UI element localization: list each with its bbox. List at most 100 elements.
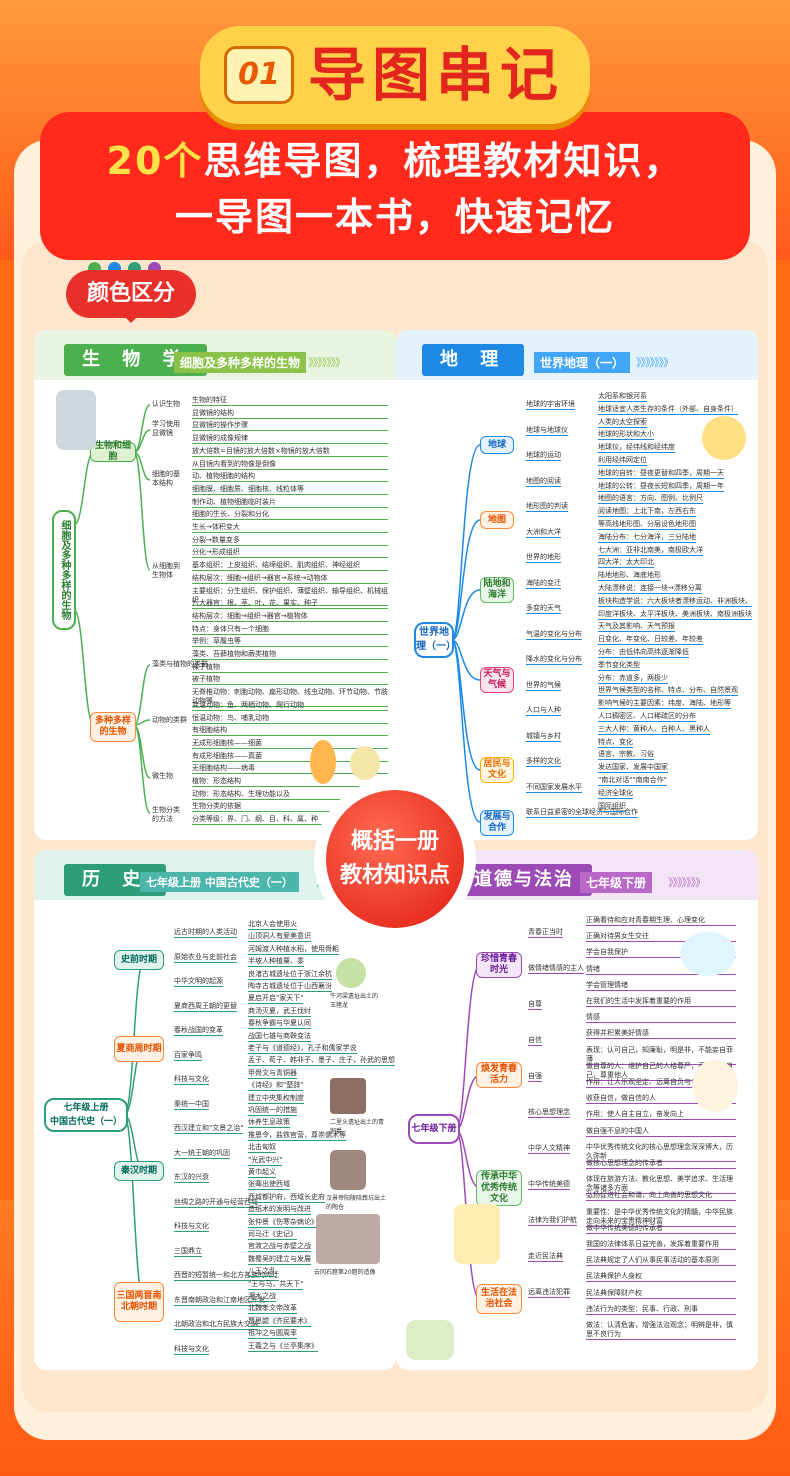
biology-leaf: 举例：草履虫等 bbox=[192, 637, 388, 648]
history-caption: 汉景帝阳陵陪葬坑出土的陶仓 bbox=[326, 1195, 387, 1211]
biology-leaf: 分裂→数量变多 bbox=[192, 536, 388, 546]
ethics-leaf: 作用：使人自主自立，奋发向上 bbox=[586, 1110, 736, 1121]
history-leaf: 魏蜀吴的建立与发展 bbox=[248, 1254, 311, 1265]
ethics-leaf: 做中华传统美德的传承者 bbox=[586, 1224, 736, 1234]
ethics-leaf: 民法典保护人身权 bbox=[586, 1272, 736, 1283]
headline-line-2: 一导图一本书，快速记忆 bbox=[174, 195, 615, 239]
biology-leaf: 恒温动物：鸟、哺乳动物 bbox=[192, 714, 388, 724]
geography-l2: 多变的天气 bbox=[526, 604, 561, 614]
history-leaf: 建立中央集权制度 bbox=[248, 1093, 304, 1104]
history-leaf: 商汤灭夏，武王伐纣 bbox=[248, 1006, 311, 1017]
geography-l2: 城镇与乡村 bbox=[526, 731, 561, 742]
history-l2: 北朝政治和北方民族大交融 bbox=[174, 1320, 258, 1330]
geography-leaf: 经济全球化 bbox=[598, 788, 633, 799]
geography-leaf: 地球仪，经纬线和经纬度 bbox=[598, 443, 675, 454]
biology-leaf: 被子植物 bbox=[192, 675, 388, 686]
geography-l2: 大洲和大洋 bbox=[526, 527, 561, 538]
history-l2: 中华文明的起源 bbox=[174, 977, 223, 987]
ethics-leaf: 情感 bbox=[586, 1013, 736, 1024]
history-leaf: "王与马，共天下" bbox=[248, 1279, 304, 1290]
ethics-branch: 珍惜青春时光 bbox=[476, 952, 522, 978]
geography-leaf: 四大洋：太大印北 bbox=[598, 558, 654, 569]
badge-title: 导图串记 bbox=[308, 41, 565, 109]
geography-subtitle: 世界地理（一） bbox=[534, 352, 631, 373]
geography-l2: 地球的宇宙环境 bbox=[526, 400, 575, 410]
geography-l2: 多样的文化 bbox=[526, 757, 561, 767]
history-leaf: 八王之乱 bbox=[248, 1267, 276, 1278]
ethics-leaf: 我国的法律体系日益完善，发挥着重要作用 bbox=[586, 1240, 736, 1250]
biology-l2: 生物分类的方法 bbox=[152, 806, 180, 823]
geography-leaf: 地球的形状和大小 bbox=[598, 430, 654, 441]
biology-leaf: 分化→形成组织 bbox=[192, 548, 388, 559]
geography-root: 世界地理（一） bbox=[414, 622, 456, 658]
geography-leaf: 季节变化类型 bbox=[598, 660, 640, 671]
ethics-l2: 走近民法典 bbox=[528, 1252, 563, 1262]
history-l2: 西汉建立和"文景之治" bbox=[174, 1124, 244, 1134]
history-l2: 科技与文化 bbox=[174, 1222, 209, 1232]
geography-leaf: 特点、变化 bbox=[598, 737, 633, 748]
history-l2: 原始农业与史前社会 bbox=[174, 952, 237, 963]
biology-leaf: 生长→体积变大 bbox=[192, 523, 388, 533]
ethics-l2: 自尊 bbox=[528, 1000, 542, 1010]
geography-branch: 发展与合作 bbox=[480, 810, 514, 836]
history-branch: 三国两晋南北朝时期 bbox=[114, 1282, 164, 1322]
biology-leaf: 细胞膜、细胞质、细胞核、线粒体等 bbox=[192, 485, 388, 495]
history-l2: 丝绸之路的开通与经营西域 bbox=[174, 1197, 258, 1208]
ethics-leaf: 做自强不息的中国人 bbox=[586, 1127, 736, 1137]
geography-leaf: 人类的太空探索 bbox=[598, 417, 647, 428]
ethics-l2: 中华人文精神 bbox=[528, 1144, 570, 1154]
ethics-l2: 自强 bbox=[528, 1072, 542, 1082]
history-leaf: 甲骨文与青铜器 bbox=[248, 1068, 297, 1079]
center-badge: 概括一册 教材知识点 bbox=[326, 790, 464, 928]
history-leaf: 孟子、荀子、韩非子、墨子、庄子，孙武的思想 bbox=[248, 1056, 395, 1067]
history-l2: 西晋的短暂统一和北方各族的内迁 bbox=[174, 1271, 279, 1281]
geography-branch: 居民与文化 bbox=[480, 757, 514, 783]
history-leaf: 造纸术的发明与改进 bbox=[248, 1205, 311, 1216]
history-leaf: 祖冲之与圆周率 bbox=[248, 1329, 297, 1340]
geography-leaf: 地球适宜人类生存的条件（外部、自身条件） bbox=[598, 404, 738, 415]
geography-l2: 联系日益紧密的全球经济与国际合作 bbox=[526, 808, 638, 818]
headline-highlight: 20个 bbox=[106, 139, 204, 183]
history-leaf: 《诗经》和"楚辞" bbox=[248, 1081, 304, 1092]
history-branch: 史前时期 bbox=[114, 950, 164, 970]
history-leaf: 战国七雄与商鞅变法 bbox=[248, 1031, 311, 1042]
ethics-leaf: 收获自信，做自信的人 bbox=[586, 1094, 736, 1105]
geography-l2: 人口与人种 bbox=[526, 706, 561, 716]
geography-leaf: 印度洋板块、太平洋板块、美洲板块、南极洲板块 bbox=[598, 609, 752, 620]
ethics-leaf: 民法典保障财产权 bbox=[586, 1289, 736, 1299]
history-leaf: 张仲景《伤寒杂病论》 bbox=[248, 1217, 318, 1228]
biology-subtitle: 细胞及多种多样的生物 bbox=[174, 352, 307, 373]
ethics-leaf: 中华优秀传统文化的核心思想理念深深博大，历久弥新 bbox=[586, 1143, 736, 1162]
biology-leaf: 放大倍数=目镜的放大倍数×物镜的放大倍数 bbox=[192, 447, 388, 457]
student-illustration-icon bbox=[692, 1060, 738, 1112]
history-leaf: 贾思勰《齐民要术》 bbox=[248, 1316, 311, 1327]
ethics-l2: 法律为我们护航 bbox=[528, 1216, 577, 1226]
history-leaf: 河姆渡人种植水稻，使用骨耜 bbox=[248, 944, 339, 955]
history-l2: 三国鼎立 bbox=[174, 1246, 202, 1257]
history-leaf: 官渡之战与赤壁之战 bbox=[248, 1242, 311, 1253]
geography-l2: 降水的变化与分布 bbox=[526, 655, 582, 665]
ethics-branch: 生活在法治社会 bbox=[476, 1284, 522, 1314]
history-l2: 百家争鸣 bbox=[174, 1050, 202, 1061]
ethics-card: 道德与法治 七年级下册 》》》》》》》 七年级下册 珍惜青春时光 焕发青春活力 … bbox=[396, 850, 758, 1370]
ethics-l2: 远离违法犯罪 bbox=[528, 1288, 570, 1298]
biology-branch-1: 生物和细胞 bbox=[90, 441, 136, 462]
geography-l2: 世界的气候 bbox=[526, 680, 561, 691]
history-l2: 远古时期的人类活动 bbox=[174, 928, 237, 938]
geography-leaf: 发达国家、发展中国家 bbox=[598, 763, 668, 774]
geography-leaf: 海陆分布：七分海洋，三分陆地 bbox=[598, 532, 696, 543]
biology-leaf: 动、植物细胞的结构 bbox=[192, 472, 388, 483]
history-l2: 东晋南朝政治和江南地区开发 bbox=[174, 1295, 265, 1306]
paramecium-icon bbox=[310, 740, 336, 784]
history-leaf: 北京人会使用火 bbox=[248, 920, 297, 930]
ethics-branch: 焕发青春活力 bbox=[476, 1062, 522, 1088]
ancient-figure-icon bbox=[454, 1204, 500, 1264]
history-leaf: 山顶洞人有爱美意识 bbox=[248, 932, 311, 943]
ethics-leaf: 体现在旅游方法、教化思想、美学追求、生活理念等诸多方面 bbox=[586, 1175, 736, 1195]
history-leaf: 王羲之与《兰亭集序》 bbox=[248, 1341, 318, 1352]
geography-leaf: 地球的公转：昼夜长短和四季，周期一年 bbox=[598, 481, 724, 492]
ethics-leaf: 作用：让人乐观坚定、远离自负与自卑 bbox=[586, 1078, 736, 1088]
grotto-icon bbox=[316, 1214, 380, 1264]
ethics-leaf: 违法行为的类型：民事、行政、刑事 bbox=[586, 1305, 736, 1315]
ethics-chevrons: 》》》》》》》 bbox=[668, 876, 706, 889]
